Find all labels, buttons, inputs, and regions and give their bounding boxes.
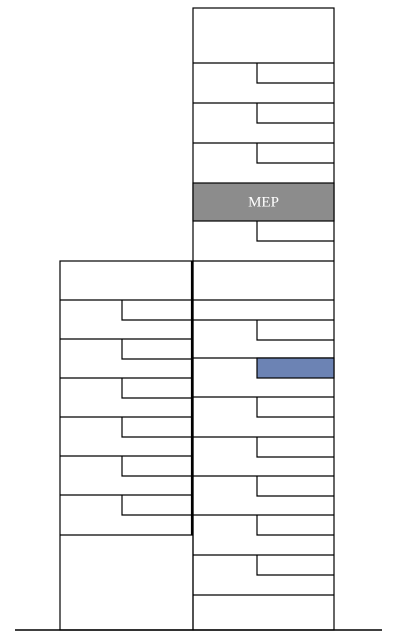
short-tower-unit-partition (121, 339, 193, 360)
highlighted-unit-fill (256, 357, 335, 379)
short-tower-unit-partition (121, 456, 193, 477)
tall-tower-unit-partition (256, 555, 334, 576)
short-tower-unit-partition (121, 378, 193, 399)
mep-floor-label: MEP (248, 194, 279, 210)
highlighted-unit (256, 357, 335, 379)
short-tower-unit-partition (121, 300, 193, 321)
tall-tower-unit-partition (256, 221, 334, 242)
tall-tower-unit-partition (256, 320, 334, 341)
tall-tower-outline (192, 7, 335, 631)
tall-tower-unit-partition (256, 63, 334, 84)
short-tower-unit-partition (121, 495, 193, 516)
tall-tower-unit-partition (256, 103, 334, 124)
tall-tower (192, 7, 335, 631)
short-tower (59, 260, 194, 631)
tall-tower-unit-partition (256, 476, 334, 497)
short-tower-outline (59, 260, 194, 631)
tall-tower-unit-partition (256, 515, 334, 536)
tall-tower-unit-partition (256, 143, 334, 164)
short-tower-unit-partition (121, 417, 193, 438)
mep-floor-band (192, 182, 335, 222)
mep-floor: MEP (192, 182, 335, 222)
tall-tower-unit-partition (256, 437, 334, 458)
tall-tower-unit-partition (256, 397, 334, 418)
